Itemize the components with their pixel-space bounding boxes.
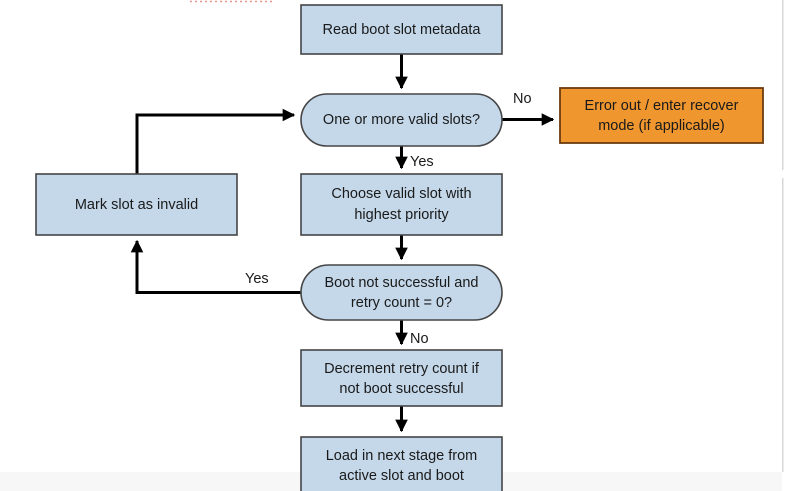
node-shape — [559, 87, 764, 144]
node-label-line-2: retry count = 0? — [351, 295, 452, 311]
node-label-line-2: active slot and boot — [339, 468, 464, 484]
node-label-line-2: not boot successful — [339, 381, 463, 397]
flow-connectors — [130, 54, 555, 433]
node-label-line-1: Boot not successful and — [325, 275, 479, 291]
scrollbar-thumb-edge[interactable] — [782, 178, 784, 472]
scrollbar-track-edge[interactable] — [782, 0, 784, 170]
node-load-next-stage-active-slot[interactable]: Load in next stage from active slot and … — [300, 436, 503, 491]
edge-label-yes-retry-exhausted: Yes — [245, 271, 269, 287]
node-shape — [300, 4, 503, 55]
node-decrement-retry-count[interactable]: Decrement retry count if not boot succes… — [300, 349, 503, 407]
node-shape — [300, 173, 503, 236]
edge-retrycheck-yes-to-markinvalid — [130, 239, 301, 294]
edge-label-no-valid-slots: No — [513, 91, 532, 107]
node-boot-not-successful-retry-zero[interactable]: Boot not successful and retry count = 0? — [300, 264, 503, 321]
edge-markinvalid-to-validslots — [135, 108, 296, 174]
node-read-boot-slot-metadata[interactable]: Read boot slot metadata — [300, 4, 503, 55]
node-mark-slot-as-invalid[interactable]: Mark slot as invalid — [35, 173, 238, 236]
node-one-or-more-valid-slots[interactable]: One or more valid slots? — [300, 93, 503, 147]
edge-labels: No Yes Yes No — [245, 91, 532, 347]
node-shape — [35, 173, 238, 236]
node-label-line-1: One or more valid slots? — [323, 112, 480, 128]
edge-label-yes-valid-slots: Yes — [410, 154, 434, 170]
node-label-line-1: Choose valid slot with — [331, 186, 471, 202]
node-label-line-1: Load in next stage from — [326, 448, 478, 464]
node-shape — [300, 93, 503, 147]
node-shape — [300, 264, 503, 321]
node-shape — [300, 436, 503, 491]
node-label-line-2: mode (if applicable) — [598, 118, 725, 134]
node-label-line-1: Mark slot as invalid — [75, 197, 198, 213]
node-label-line-1: Error out / enter recover — [585, 98, 739, 114]
node-shape — [300, 349, 503, 407]
node-error-out-enter-recover-mode[interactable]: Error out / enter recover mode (if appli… — [559, 87, 764, 144]
node-label-line-2: highest priority — [354, 207, 449, 223]
node-label-line-1: Decrement retry count if — [324, 361, 480, 377]
node-choose-valid-slot-highest-priority[interactable]: Choose valid slot with highest priority — [300, 173, 503, 236]
edge-label-no-retry-remaining: No — [410, 331, 429, 347]
node-label-line-1: Read boot slot metadata — [323, 22, 482, 38]
